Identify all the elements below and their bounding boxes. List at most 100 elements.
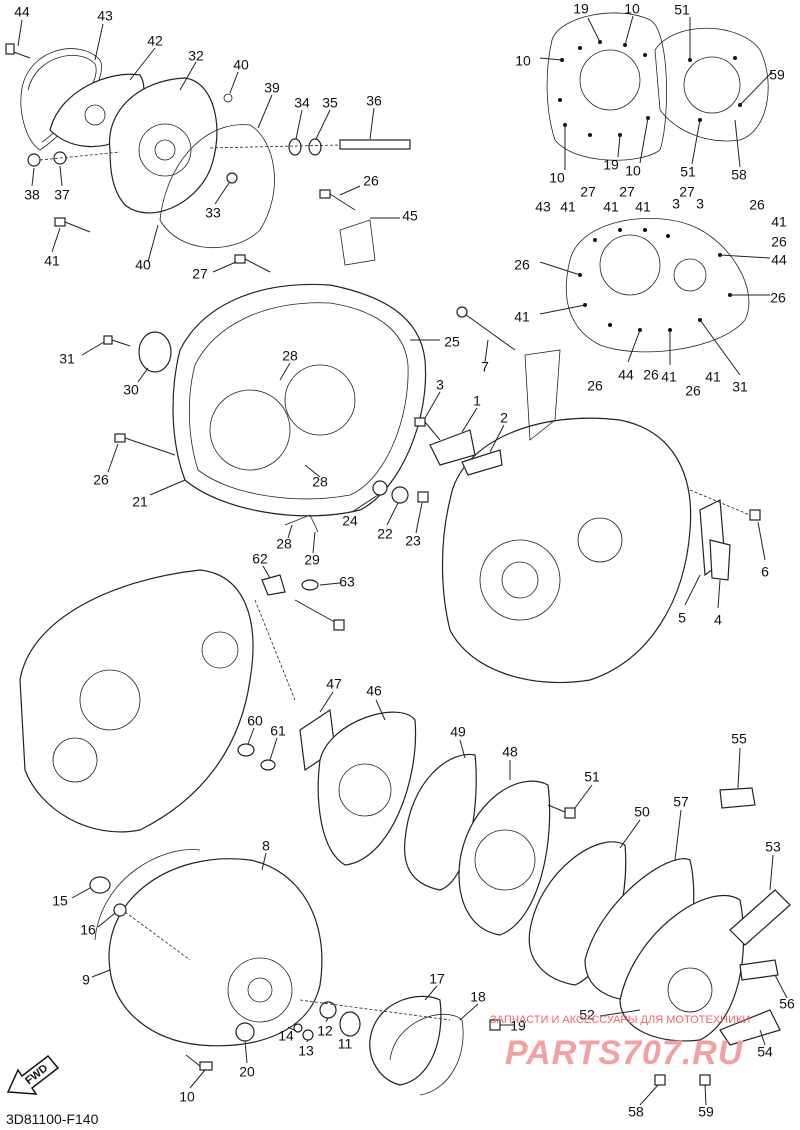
callout-61: 61 [270, 723, 286, 739]
callout-41: 41 [603, 199, 619, 215]
callout-18: 18 [470, 989, 486, 1005]
callout-44: 44 [618, 367, 634, 383]
callout-10: 10 [549, 170, 565, 186]
callout-59: 59 [769, 67, 785, 83]
callout-26: 26 [685, 383, 701, 399]
callout-63: 63 [339, 574, 355, 590]
callout-41: 41 [560, 199, 576, 215]
callout-3: 3 [436, 377, 444, 393]
callout-6: 6 [761, 564, 769, 580]
callout-27: 27 [679, 184, 695, 200]
callout-22: 22 [377, 526, 393, 542]
callout-47: 47 [326, 676, 342, 692]
callout-35: 35 [322, 95, 338, 111]
forward-arrow-icon: FWD [6, 1054, 60, 1095]
callout-14: 14 [278, 1028, 294, 1044]
callout-54: 54 [757, 1044, 773, 1060]
cover-stack-middle [299, 691, 641, 986]
callout-33: 33 [205, 205, 221, 221]
side-cover-assembly [71, 849, 515, 1096]
callout-41: 41 [661, 369, 677, 385]
callout-56: 56 [779, 996, 795, 1012]
callout-57: 57 [673, 794, 689, 810]
top-left-cover-assembly [5, 19, 411, 263]
watermark-brand: PARTS707.RU [505, 1034, 744, 1072]
callout-19: 19 [573, 1, 589, 17]
callout-43: 43 [97, 8, 113, 24]
crankcase-right-half [414, 349, 766, 684]
callout-20: 20 [239, 1064, 255, 1080]
callout-26: 26 [749, 197, 765, 213]
callout-25: 25 [444, 334, 460, 350]
callout-60: 60 [247, 713, 263, 729]
callout-39: 39 [264, 80, 280, 96]
callout-51: 51 [674, 2, 690, 18]
callout-28: 28 [312, 474, 328, 490]
callout-26: 26 [643, 367, 659, 383]
callout-27: 27 [580, 184, 596, 200]
callout-41: 41 [44, 253, 60, 269]
callout-12: 12 [317, 1023, 333, 1039]
callout-37: 37 [54, 187, 70, 203]
callout-42: 42 [147, 33, 163, 49]
bolt-pattern-upper [539, 12, 773, 170]
callout-26: 26 [514, 257, 530, 273]
callout-30: 30 [123, 382, 139, 398]
crankcase-left-half [81, 185, 516, 554]
callout-26: 26 [770, 290, 786, 306]
callout-31: 31 [732, 379, 748, 395]
callout-21: 21 [132, 494, 148, 510]
callout-62: 62 [252, 551, 268, 567]
callout-19: 19 [510, 1018, 526, 1034]
watermark-subtitle: ЗАПЧАСТИ И АКСЕССУАРЫ ДЛЯ МОТОТЕХНИКИ [490, 1014, 750, 1026]
callout-38: 38 [24, 187, 40, 203]
callout-41: 41 [635, 199, 651, 215]
callout-3: 3 [696, 196, 704, 212]
callout-36: 36 [366, 93, 382, 109]
callout-48: 48 [502, 744, 518, 760]
callout-1: 1 [473, 393, 481, 409]
callout-45: 45 [402, 208, 418, 224]
callout-4: 4 [714, 612, 722, 628]
callout-24: 24 [342, 513, 358, 529]
callout-40: 40 [135, 257, 151, 273]
callout-59: 59 [698, 1104, 714, 1120]
callout-10: 10 [515, 53, 531, 69]
callout-10: 10 [624, 1, 640, 17]
callout-55: 55 [731, 731, 747, 747]
callout-41: 41 [771, 214, 787, 230]
callout-41: 41 [705, 369, 721, 385]
callout-46: 46 [366, 683, 382, 699]
callout-29: 29 [304, 552, 320, 568]
callout-27: 27 [192, 266, 208, 282]
callout-44: 44 [14, 4, 30, 20]
callout-11: 11 [338, 1036, 353, 1052]
callout-10: 10 [179, 1089, 195, 1105]
callout-7: 7 [481, 359, 489, 375]
callout-15: 15 [52, 893, 68, 909]
callout-2: 2 [500, 410, 508, 426]
bolt-pattern-lower [539, 218, 771, 376]
callout-3: 3 [672, 196, 680, 212]
callout-28: 28 [276, 536, 292, 552]
callout-19: 19 [603, 157, 619, 173]
callout-17: 17 [429, 971, 445, 987]
callout-34: 34 [294, 95, 310, 111]
callout-58: 58 [731, 167, 747, 183]
callout-53: 53 [765, 839, 781, 855]
callout-51: 51 [680, 164, 696, 180]
callout-26: 26 [771, 234, 787, 250]
callout-16: 16 [80, 922, 96, 938]
callout-10: 10 [625, 163, 641, 179]
callout-41: 41 [514, 309, 530, 325]
cover-stack-right [584, 747, 791, 1106]
callout-40: 40 [233, 57, 249, 73]
callout-32: 32 [188, 48, 204, 64]
callout-43: 43 [535, 199, 551, 215]
callout-52: 52 [579, 1007, 595, 1023]
callout-23: 23 [405, 533, 421, 549]
callout-5: 5 [678, 610, 686, 626]
diagram-code: 3D81100-F140 [6, 1111, 99, 1127]
